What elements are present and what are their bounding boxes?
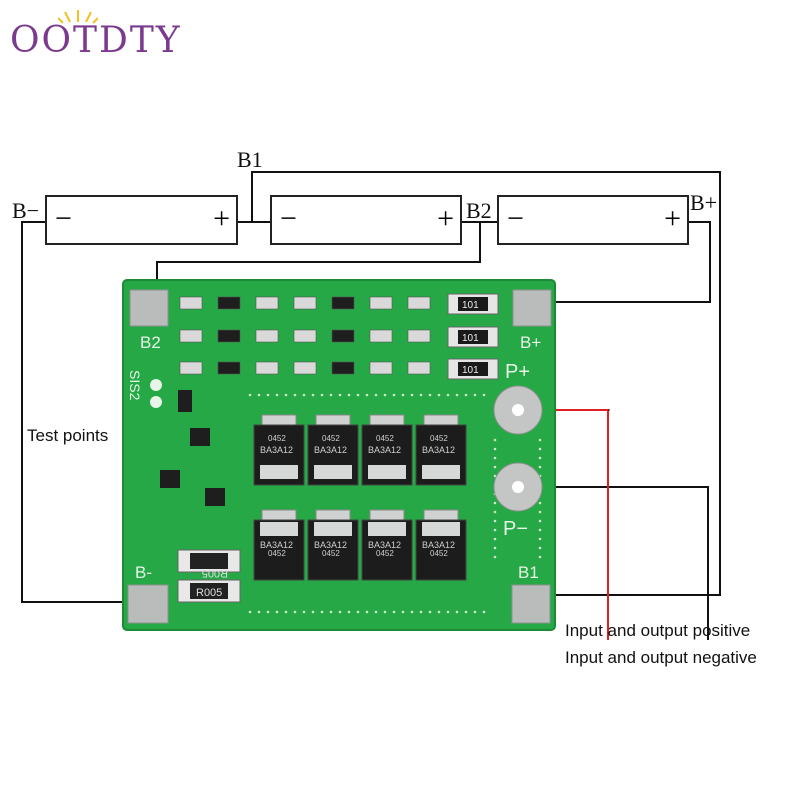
smd-component (407, 296, 431, 310)
label-b-minus: B− (12, 198, 40, 223)
smd-component (179, 361, 203, 375)
mosfet-code: 0452 (430, 434, 448, 443)
cell-3-plus: + (664, 202, 681, 235)
mosfet-heatsink (368, 522, 406, 536)
mosfet-label: BA3A12 (422, 445, 455, 455)
mosfet-label: BA3A12 (368, 445, 401, 455)
label-b-plus: B+ (690, 190, 718, 215)
mosfet-code: 0452 (376, 549, 394, 558)
silk-pminus: P− (503, 518, 528, 540)
smd-component (255, 296, 279, 310)
mosfet-code: 0452 (322, 434, 340, 443)
smd-component (179, 329, 203, 343)
mosfet-heatsink (260, 465, 298, 479)
smd-component (217, 329, 241, 343)
shunt-label-1: R005 (202, 567, 228, 579)
positive-label: Input and output positive (565, 621, 751, 640)
cell-1-plus: + (213, 202, 230, 235)
negative-label: Input and output negative (565, 648, 757, 667)
mosfet-heatsink (422, 465, 460, 479)
mosfet-heatsink (368, 465, 406, 479)
smd-component (293, 329, 317, 343)
mosfet-label: BA3A12 (422, 540, 455, 550)
cell-2-minus: − (280, 202, 297, 235)
cell-3-minus: − (507, 202, 524, 235)
shunt-label-2: R005 (196, 587, 222, 599)
mosfet-label: BA3A12 (260, 540, 293, 550)
cell-1-minus: − (55, 202, 72, 235)
resistor-marking (458, 330, 488, 344)
smd-component (179, 296, 203, 310)
mosfet-label: BA3A12 (260, 445, 293, 455)
smd-component (217, 361, 241, 375)
battery-cell-1: − + (45, 195, 238, 245)
smd-component (369, 361, 393, 375)
smd-component (331, 329, 355, 343)
silk-bminus: B- (135, 563, 152, 582)
cell-2-plus: + (437, 202, 454, 235)
mosfet-label: BA3A12 (314, 445, 347, 455)
silk-bplus: B+ (520, 333, 541, 352)
wires (21, 171, 721, 640)
mosfet-code: 0452 (268, 549, 286, 558)
smd-component (255, 361, 279, 375)
mosfet-heatsink (314, 522, 352, 536)
smd-component (407, 361, 431, 375)
mosfet-label: BA3A12 (368, 540, 401, 550)
smd-component (331, 296, 355, 310)
silk-b2: B2 (140, 333, 161, 352)
smd-component (293, 361, 317, 375)
silk-pplus: P+ (505, 361, 530, 383)
mosfet-code: 0452 (430, 549, 448, 558)
resistor-marking (458, 362, 488, 376)
mosfet-code: 0452 (268, 434, 286, 443)
label-b2: B2 (466, 198, 492, 223)
sun-logo-icon (58, 10, 98, 24)
resistor-label: 101 (462, 333, 479, 344)
silk-sis2: SIS2 (127, 370, 143, 401)
smd-component (369, 329, 393, 343)
battery-cell-2: − + (270, 195, 462, 245)
smd-component (255, 329, 279, 343)
smd-component (331, 361, 355, 375)
mosfet-label: BA3A12 (314, 540, 347, 550)
brand-logo: OOTDTY (10, 10, 182, 61)
mosfet-code: 0452 (376, 434, 394, 443)
mosfet-heatsink (314, 465, 352, 479)
mosfet-heatsink (422, 522, 460, 536)
logo-text: OOTDTY (10, 20, 182, 61)
resistor-label: 101 (462, 300, 479, 311)
mosfet-heatsink (260, 522, 298, 536)
smd-component (293, 296, 317, 310)
smd-component (217, 296, 241, 310)
resistor-marking (458, 297, 488, 311)
battery-cell-3: − + (497, 195, 689, 245)
silk-b1: B1 (518, 563, 539, 582)
resistor-label: 101 (462, 365, 479, 376)
smd-component (407, 329, 431, 343)
label-b1: B1 (237, 147, 263, 172)
mosfet-code: 0452 (322, 549, 340, 558)
test-points-label: Test points (27, 426, 109, 445)
smd-component (369, 296, 393, 310)
